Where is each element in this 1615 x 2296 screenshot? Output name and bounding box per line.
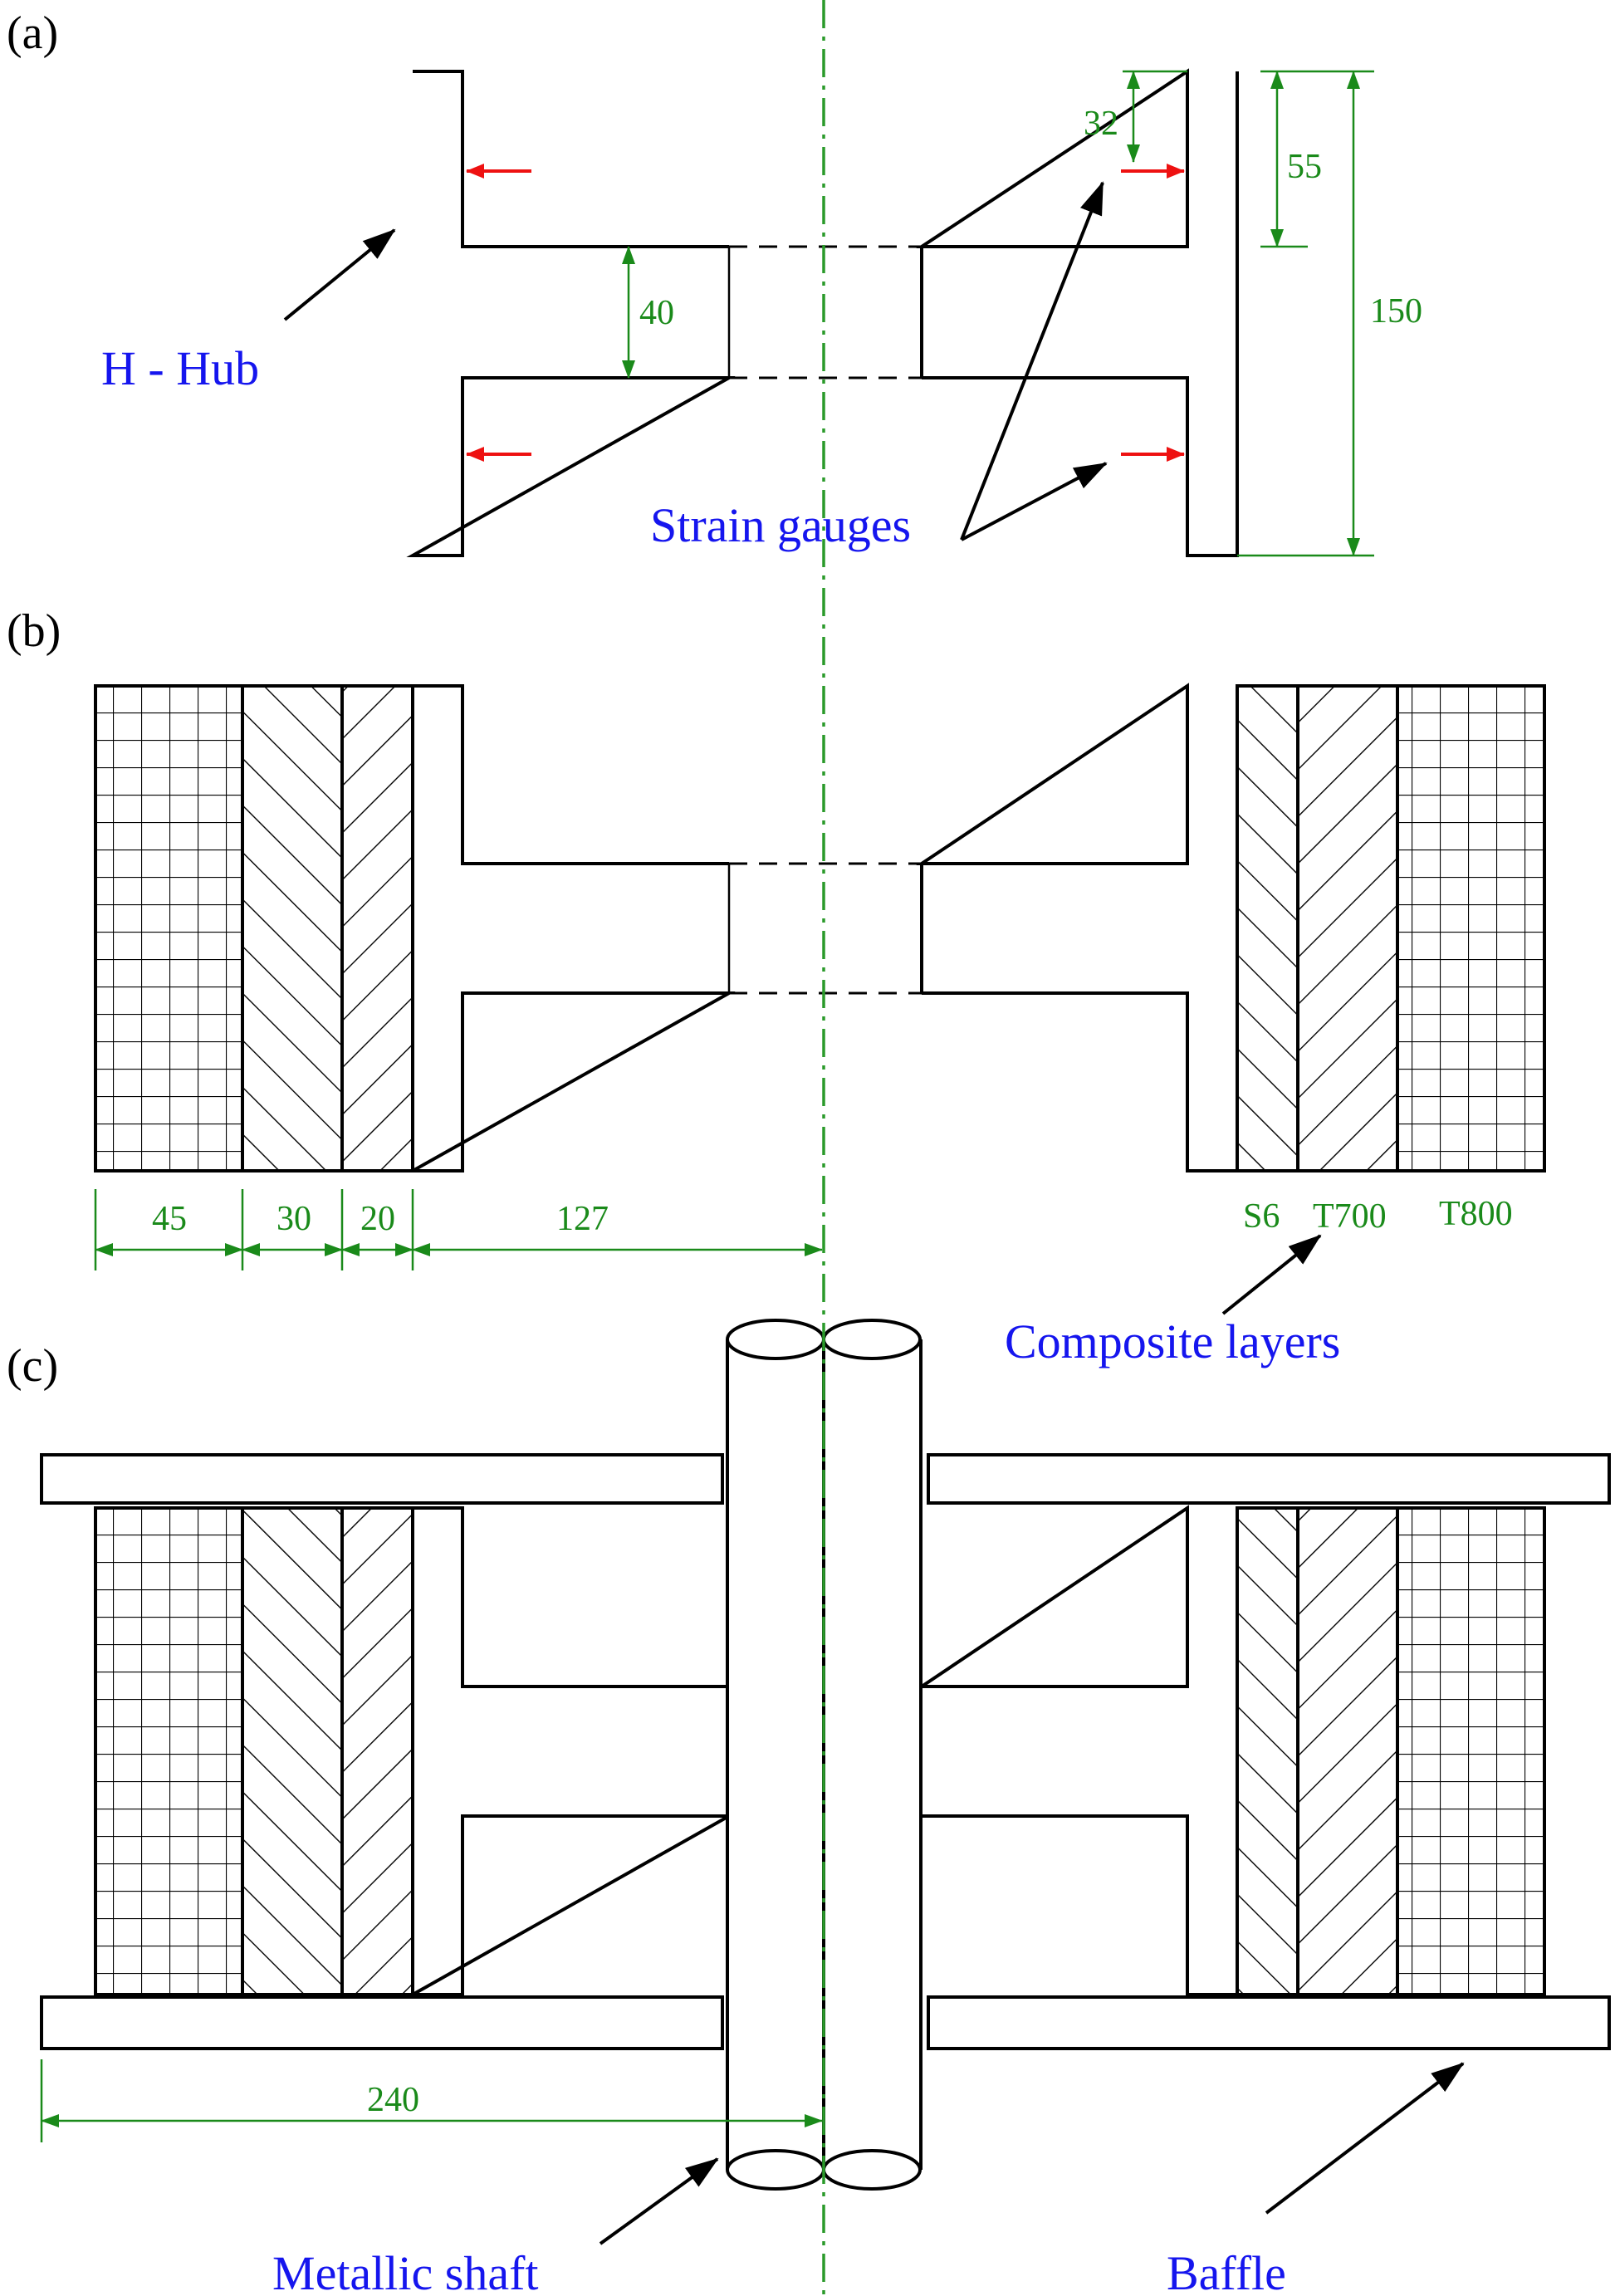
metallic-shaft <box>726 1319 923 2191</box>
dim-label-45: 45 <box>152 1200 187 1238</box>
layer-label-s6: S6 <box>1243 1197 1280 1236</box>
baffle-callout-arrow <box>1265 2062 1465 2215</box>
panel-b-hub-right-half <box>916 683 1239 1172</box>
panel-a-label: (a) <box>7 7 58 59</box>
layer-t700-right-c <box>1296 1506 1399 1996</box>
layer-t800-right-c <box>1396 1506 1546 1996</box>
panel-a-hub-right-half <box>916 68 1239 557</box>
layer-label-t800: T800 <box>1439 1195 1513 1233</box>
layer-s6-left-c <box>340 1506 414 1996</box>
layer-s6-left <box>340 684 414 1172</box>
panel-b-hub-left-half <box>406 684 736 1172</box>
baffle-bottom-left <box>40 1995 724 2050</box>
baffle-callout-label: Baffle <box>1167 2246 1286 2296</box>
hub-callout-arrow <box>283 228 396 321</box>
gauges-callout-arrow-lower <box>961 462 1108 541</box>
dim-label-30: 30 <box>277 1200 311 1238</box>
dim-label-40: 40 <box>639 294 674 332</box>
layer-t700-left-c <box>241 1506 344 1996</box>
dim-label-20: 20 <box>360 1200 395 1238</box>
panel-a-dimensions <box>622 70 1374 557</box>
composite-callout-label: Composite layers <box>1005 1314 1340 1368</box>
panel-c-label: (c) <box>7 1340 58 1392</box>
shaft-callout-arrow <box>599 2157 719 2245</box>
panel-a-hub-left-half <box>406 70 736 557</box>
layer-t800-left-c <box>94 1506 244 1996</box>
panel-c-hub-right-half <box>916 1505 1239 1996</box>
panel-b: (b) 45 30 20 127 S6 <box>7 605 1546 1368</box>
layer-t700-left <box>241 684 344 1172</box>
dim-label-127: 127 <box>556 1200 609 1238</box>
baffle-top-right <box>927 1453 1611 1505</box>
layer-t700-right <box>1296 684 1399 1172</box>
layer-s6-right <box>1236 684 1299 1172</box>
composite-callout-arrow <box>1221 1234 1322 1315</box>
panel-b-label: (b) <box>7 605 61 657</box>
layer-t800-right <box>1396 684 1546 1172</box>
panel-a: (a) H - Hub Strain gauges 3 <box>7 7 1422 557</box>
dim-label-32: 32 <box>1084 105 1118 143</box>
dim-label-150: 150 <box>1370 292 1422 330</box>
hub-callout-label: H - Hub <box>101 341 259 395</box>
panel-c-dimensions <box>40 2059 823 2142</box>
baffle-top-left <box>40 1453 724 1505</box>
dim-label-240: 240 <box>367 2081 419 2119</box>
gauges-callout-arrow-upper <box>960 181 1104 541</box>
layer-t800-left <box>94 684 244 1172</box>
layer-s6-right-c <box>1236 1506 1299 1996</box>
panel-c: (c) <box>7 1319 1611 2296</box>
panel-b-dimensions <box>94 1189 823 1270</box>
gauges-callout-label: Strain gauges <box>650 498 911 552</box>
shaft-callout-label: Metallic shaft <box>272 2246 539 2296</box>
layer-label-t700: T700 <box>1313 1197 1387 1236</box>
dim-label-55: 55 <box>1287 148 1322 186</box>
baffle-bottom-right <box>927 1995 1611 2050</box>
panel-c-hub-left-half <box>406 1506 736 1996</box>
